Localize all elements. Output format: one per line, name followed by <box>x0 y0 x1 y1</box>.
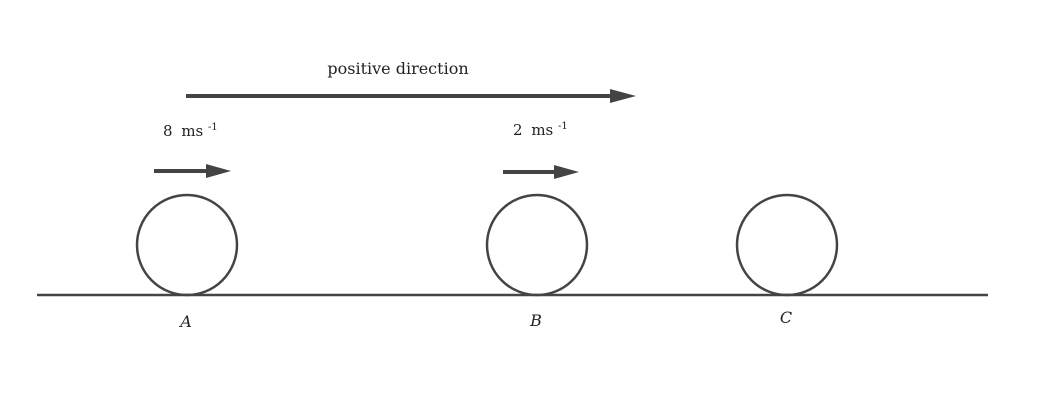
ball-a-speed-value: 8 <box>163 122 173 140</box>
ball-b <box>485 193 589 297</box>
ball-b-speed-unit: ms <box>531 121 553 139</box>
ball-c-label: C <box>780 308 792 327</box>
ball-b-label: B <box>529 311 542 330</box>
ball-c <box>735 193 839 297</box>
ball-b-speed-label: 2 ms -1 <box>513 121 568 139</box>
ball-b-speed-exponent: -1 <box>558 121 568 132</box>
positive-direction-label: positive direction <box>327 59 468 78</box>
ball-b-speed-value: 2 <box>513 121 523 139</box>
ball-a <box>135 193 239 297</box>
positive-direction-arrowhead <box>610 89 636 103</box>
ball-a-velocity-arrowhead <box>206 164 231 178</box>
ball-a-label: A <box>178 312 192 331</box>
ball-a-speed-exponent: -1 <box>208 122 218 133</box>
ball-a-speed-unit: ms <box>181 122 203 140</box>
ball-a-speed-label: 8 ms -1 <box>163 122 218 140</box>
ball-b-velocity-arrowhead <box>554 165 579 179</box>
